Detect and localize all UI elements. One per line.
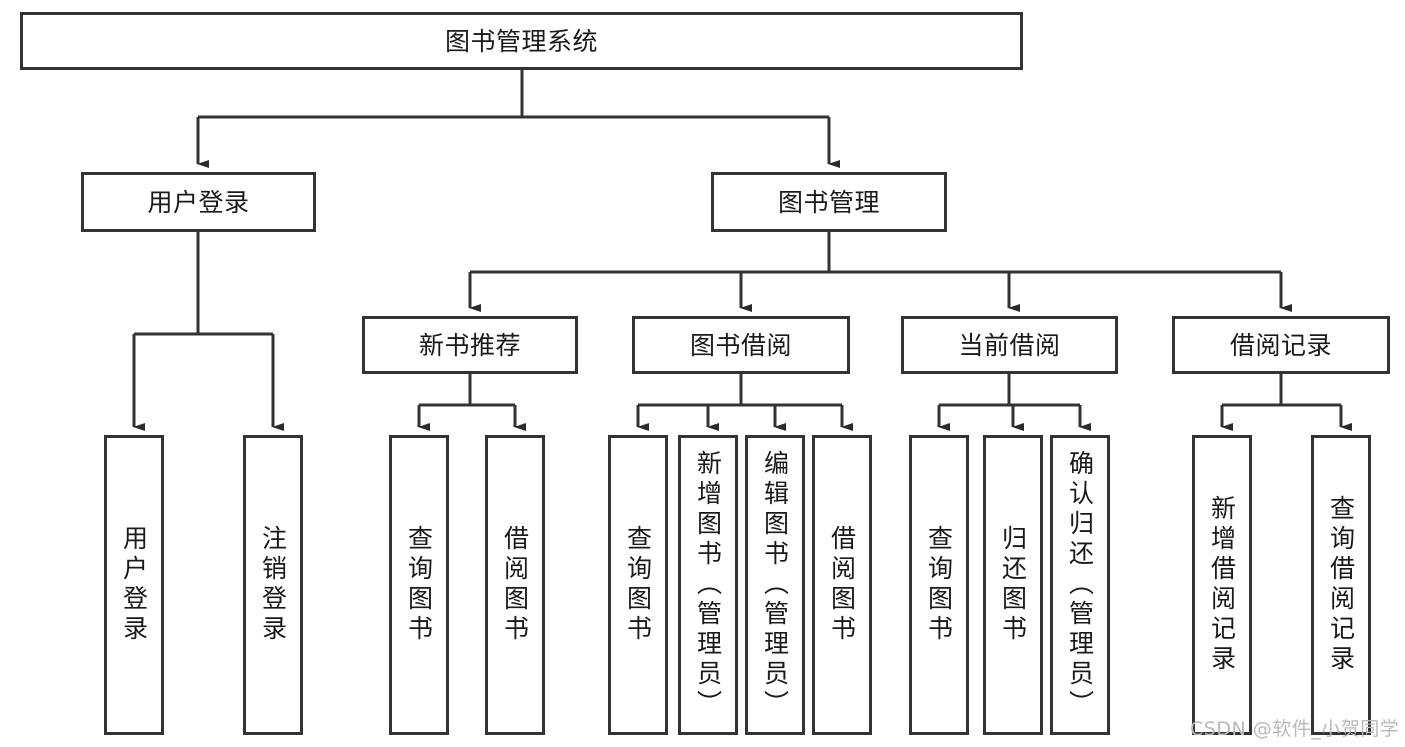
node-borrowing-record[interactable]: 借阅记录	[1172, 316, 1390, 374]
node-book-management-label: 图书管理	[777, 187, 880, 217]
node-leaf-add-book-label: 新增图书（管理员）	[693, 450, 723, 720]
node-user-login-label: 用户登录	[147, 187, 250, 217]
node-leaf-query-book-recommend-label: 查询图书	[404, 525, 434, 645]
node-leaf-user-login-label: 用户登录	[119, 525, 149, 645]
node-leaf-query-book-borrow-label: 查询图书	[623, 525, 653, 645]
node-leaf-add-borrow-record[interactable]: 新增借阅记录	[1192, 435, 1252, 735]
node-leaf-logout-label: 注销登录	[258, 525, 288, 645]
node-leaf-query-book-borrow[interactable]: 查询图书	[608, 435, 668, 735]
node-leaf-confirm-return[interactable]: 确认归还（管理员）	[1050, 435, 1110, 735]
node-leaf-query-book-current[interactable]: 查询图书	[909, 435, 969, 735]
node-leaf-add-borrow-record-label: 新增借阅记录	[1207, 495, 1237, 675]
node-book-borrowing[interactable]: 图书借阅	[632, 316, 850, 374]
watermark: CSDN @软件_小贺同学	[1190, 718, 1400, 740]
node-leaf-borrow-book-label: 借阅图书	[827, 525, 857, 645]
node-leaf-query-book-recommend[interactable]: 查询图书	[389, 435, 449, 735]
node-current-borrowing-label: 当前借阅	[958, 330, 1061, 360]
node-root[interactable]: 图书管理系统	[20, 12, 1023, 70]
node-leaf-confirm-return-label: 确认归还（管理员）	[1065, 450, 1095, 720]
node-leaf-logout[interactable]: 注销登录	[243, 435, 303, 735]
node-root-label: 图书管理系统	[444, 26, 598, 56]
node-new-book-recommendation[interactable]: 新书推荐	[362, 316, 578, 374]
node-leaf-edit-book-label: 编辑图书（管理员）	[760, 450, 790, 720]
node-leaf-borrow-book-recommend[interactable]: 借阅图书	[485, 435, 545, 735]
node-leaf-borrow-book-recommend-label: 借阅图书	[500, 525, 530, 645]
node-leaf-query-borrow-record[interactable]: 查询借阅记录	[1311, 435, 1371, 735]
node-current-borrowing[interactable]: 当前借阅	[901, 316, 1118, 374]
node-leaf-borrow-book[interactable]: 借阅图书	[812, 435, 872, 735]
node-leaf-user-login[interactable]: 用户登录	[104, 435, 164, 735]
node-book-borrowing-label: 图书借阅	[689, 330, 792, 360]
node-leaf-edit-book[interactable]: 编辑图书（管理员）	[745, 435, 805, 735]
node-new-book-recommendation-label: 新书推荐	[418, 330, 521, 360]
node-book-management[interactable]: 图书管理	[711, 172, 947, 232]
node-leaf-return-book-label: 归还图书	[998, 525, 1028, 645]
node-leaf-query-borrow-record-label: 查询借阅记录	[1326, 495, 1356, 675]
node-leaf-query-book-current-label: 查询图书	[924, 525, 954, 645]
node-user-login[interactable]: 用户登录	[81, 172, 316, 232]
node-leaf-return-book[interactable]: 归还图书	[983, 435, 1043, 735]
node-borrowing-record-label: 借阅记录	[1229, 330, 1332, 360]
node-leaf-add-book[interactable]: 新增图书（管理员）	[678, 435, 738, 735]
